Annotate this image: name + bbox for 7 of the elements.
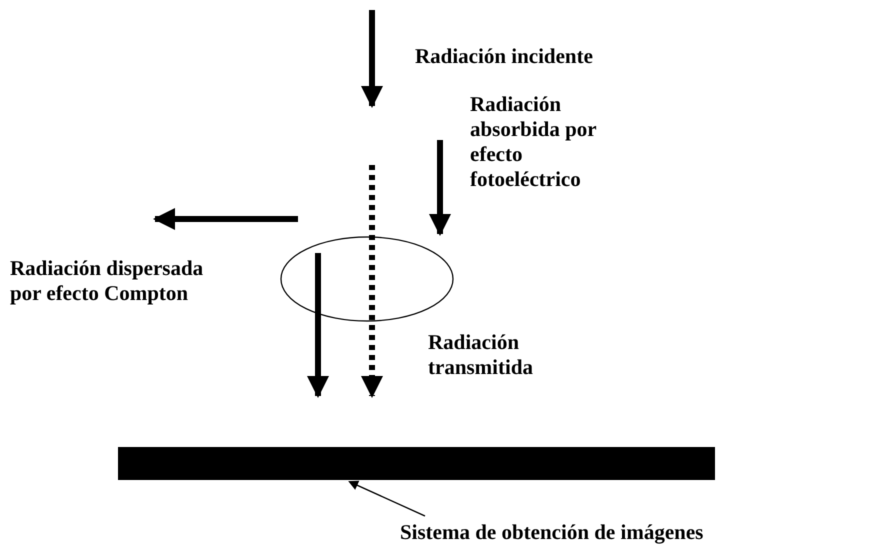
- leader-arrow: [348, 480, 426, 517]
- image-detector-bar: [118, 447, 715, 480]
- radiation-label: Radiación dispersada por efecto Compton: [10, 256, 204, 306]
- caption-text: Sistema de obtención de imágenes: [400, 520, 704, 545]
- radiation-label: Radiación absorbida por efecto fotoeléctrico: [470, 92, 598, 192]
- radiation-label: Radiación transmitida: [428, 330, 534, 380]
- radiation-label: Radiación incidente: [415, 44, 594, 69]
